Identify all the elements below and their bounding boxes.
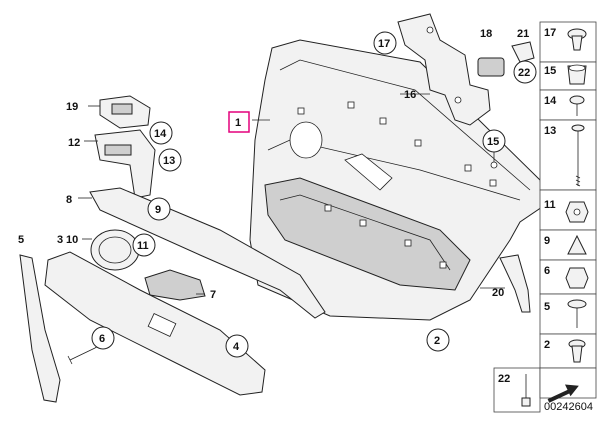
sidebar-item-5[interactable]: 5 <box>544 301 550 313</box>
screw-icon <box>569 95 585 116</box>
reference-arrow-box <box>539 367 597 403</box>
callout-17-circle[interactable] <box>373 31 397 55</box>
bottom-part-22-box: 22 <box>493 367 541 413</box>
callout-4-circle[interactable] <box>225 334 249 358</box>
bracket-part-20 <box>499 254 531 313</box>
screw-part-6 <box>67 347 96 365</box>
rivet-clip-icon <box>568 339 586 363</box>
hex-nut-icon <box>565 201 589 223</box>
door-handle-part-7 <box>144 269 206 301</box>
callout-8: 8 <box>66 194 72 206</box>
callout-22-circle[interactable] <box>513 60 537 84</box>
sidebar-item-9[interactable]: 9 <box>544 235 550 247</box>
callout-15-circle[interactable] <box>482 129 506 153</box>
sidebar-item-14[interactable]: 14 <box>544 95 557 107</box>
pull-handle-part-5 <box>19 254 61 403</box>
callout-19: 19 <box>66 101 78 113</box>
callout-6: 6 <box>99 333 105 345</box>
door-trim-panel <box>249 39 546 321</box>
callout-22: 22 <box>518 67 530 79</box>
callout-5: 5 <box>18 234 24 246</box>
sidebar-item-11[interactable]: 11 <box>544 199 556 211</box>
callout-21: 21 <box>517 28 529 40</box>
fastener-sidebar: 17 15 14 13 11 9 6 5 2 <box>539 21 597 369</box>
callout-1: 1 <box>235 117 241 129</box>
switch-housing-part-12 <box>94 129 156 199</box>
long-bolt-icon <box>571 124 585 187</box>
callout-16: 16 <box>404 89 416 101</box>
arrow-icon <box>547 384 579 403</box>
callout-11: 11 <box>137 240 149 252</box>
speed-nut-icon <box>567 234 587 255</box>
callout-12: 12 <box>68 137 80 149</box>
callout-18: 18 <box>480 28 492 40</box>
switch-bezel-part-19 <box>99 95 151 129</box>
bottom-box-label[interactable]: 22 <box>498 373 510 385</box>
callout-2-circle[interactable] <box>426 328 450 352</box>
callout-3: 3 <box>57 234 63 246</box>
callout-13: 13 <box>163 155 175 167</box>
callouts: 1 2 3 4 5 6 7 8 9 10 11 12 13 14 15 16 1… <box>18 28 537 358</box>
callout-17: 17 <box>378 38 390 50</box>
washer-screw-icon <box>567 299 587 328</box>
callout-10: 10 <box>66 234 78 246</box>
callout-15: 15 <box>487 136 499 148</box>
sidebar-item-13[interactable]: 13 <box>544 125 556 137</box>
sidebar-item-15[interactable]: 15 <box>544 65 556 77</box>
callout-2: 2 <box>434 335 440 347</box>
callout-20: 20 <box>492 287 504 299</box>
callout-14-circle[interactable] <box>149 121 173 145</box>
callout-9-circle[interactable] <box>147 197 171 221</box>
armrest-part-3 <box>44 251 266 396</box>
callout-9: 9 <box>155 204 161 216</box>
callout-4: 4 <box>233 341 240 353</box>
speaker-cover-part-10 <box>90 229 140 271</box>
callout-11-circle[interactable] <box>132 233 156 257</box>
push-clip-icon <box>567 28 587 51</box>
callout-6-circle[interactable] <box>91 326 115 350</box>
hex-cap-nut-icon <box>565 267 589 289</box>
callout-13-circle[interactable] <box>158 148 182 172</box>
callout-7: 7 <box>210 289 216 301</box>
expansion-nut-icon <box>567 64 587 85</box>
sidebar-item-6[interactable]: 6 <box>544 265 550 277</box>
clip-part-21 <box>511 41 535 63</box>
sidebar-item-17[interactable]: 17 <box>544 27 556 39</box>
callout-14: 14 <box>154 128 167 140</box>
stud-icon <box>521 374 531 407</box>
sidebar-item-2[interactable]: 2 <box>544 339 550 351</box>
callout-1-box[interactable] <box>228 111 250 133</box>
bracket-part-16 <box>397 13 491 126</box>
clip-part-18 <box>477 57 505 77</box>
diagram-number: 00242604 <box>544 401 593 413</box>
